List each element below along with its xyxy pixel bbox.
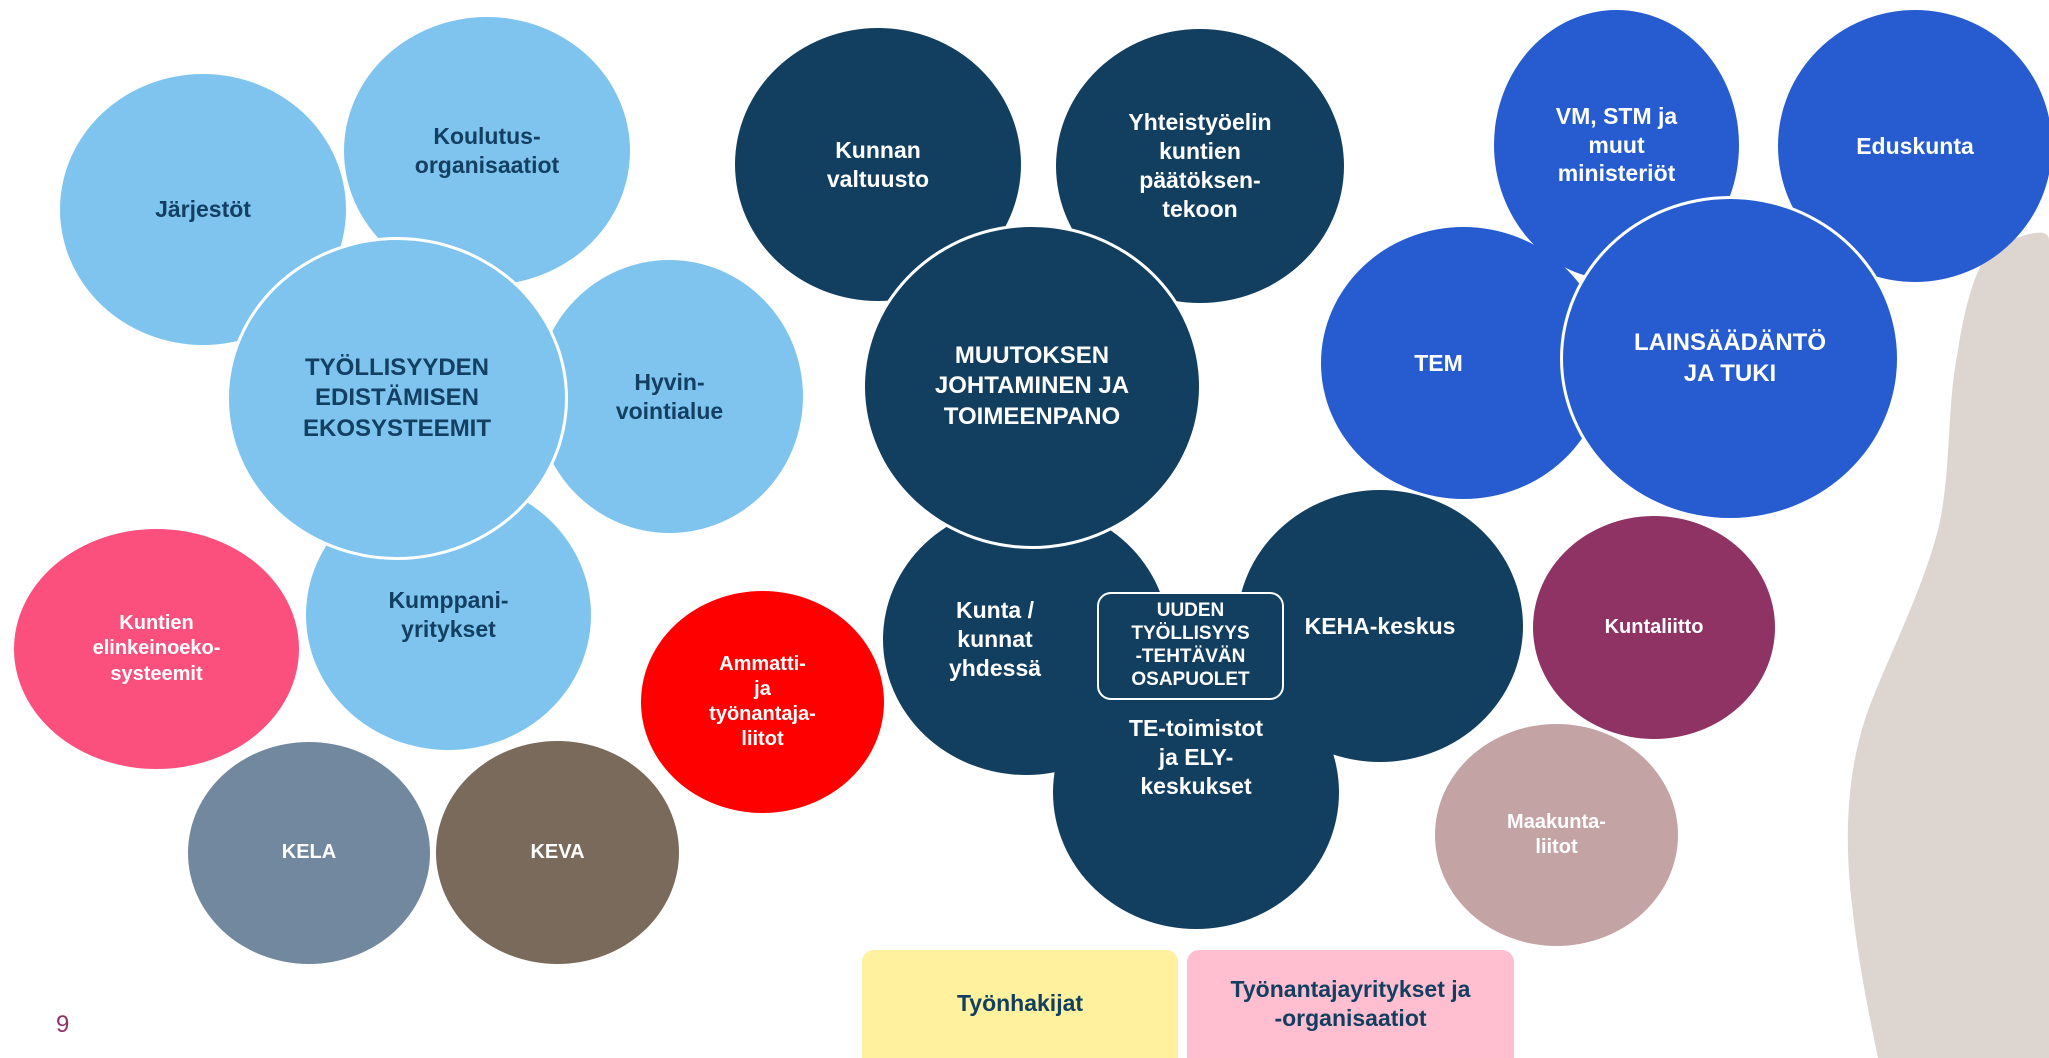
tyonhakijat-label: Työnhakijat (956, 990, 1084, 1017)
kunnan-valtuusto-label: Kunnan valtuusto (826, 136, 930, 192)
koulutusorganisaatiot-label: Koulutus- organisaatiot (414, 123, 560, 178)
yhteistyoelin-bubble: Yhteistyöelin kuntien päätöksen- tekoon (1056, 29, 1344, 303)
center-label-text: UUDEN TYÖLLISYYS -TEHTÄVÄN OSAPUOLET (1131, 600, 1250, 690)
te-toimistot-bubble: TE-toimistot ja ELY- keskukset (1053, 656, 1339, 929)
koulutusorganisaatiot-bubble: Koulutus- organisaatiot (344, 17, 630, 285)
tem-bubble: TEM (1321, 227, 1606, 499)
kuntien-elinkeinoekosysteemit-bubble: Kuntien elinkeinoeko- systeemit (14, 529, 299, 769)
eduskunta-label: Eduskunta (1856, 132, 1974, 159)
tyonantajayritykset-box: Työnantajayritykset ja -organisaatiot (1187, 950, 1514, 1058)
tyollisyyden-ekosysteemit-hub: TYÖLLISYYDEN EDISTÄMISEN EKOSYSTEEMIT (226, 237, 568, 560)
kuntaliitto-label: Kuntaliitto (1604, 615, 1704, 638)
yhteistyoelin-label: Yhteistyöelin kuntien päätöksen- tekoon (1128, 109, 1272, 222)
kuntaliitto-bubble: Kuntaliitto (1533, 516, 1775, 739)
page-number: 9 (56, 1011, 70, 1038)
kunta-kunnat-label: Kunta / kunnat yhdessä (948, 597, 1042, 681)
kela-bubble: KELA (188, 742, 430, 964)
maakuntaliitot-label: Maakunta- liitot (1507, 810, 1606, 858)
kumppaniyritykset-label: Kumppani- yritykset (388, 587, 509, 642)
hyvinvointialue-label: Hyvin- vointialue (615, 368, 724, 424)
ammatti-ja-tyonantajaliitot-label: Ammatti- ja työnantaja- liitot (709, 652, 816, 751)
tyonantajayritykset-label: Työnantajayritykset ja -organisaatiot (1230, 975, 1471, 1031)
tyollisyyden-ekosysteemit-label: TYÖLLISYYDEN EDISTÄMISEN EKOSYSTEEMIT (302, 354, 492, 442)
keva-label: KEVA (530, 840, 585, 863)
ammatti-ja-tyonantajaliitot-bubble: Ammatti- ja työnantaja- liitot (641, 591, 884, 813)
tyonhakijat-box: Työnhakijat (862, 950, 1178, 1058)
ministeriot-label: VM, STM ja muut ministeriöt (1555, 102, 1678, 187)
keva-bubble: KEVA (436, 741, 679, 964)
kela-label: KELA (281, 841, 337, 864)
muutoksen-johtaminen-hub: MUUTOKSEN JOHTAMINEN JA TOIMEENPANO (862, 224, 1202, 549)
lainsaadanto-ja-tuki-label: LAINSÄÄDÄNTÖ JA TUKI (1634, 329, 1826, 387)
jarjestot-label: Järjestöt (155, 196, 251, 223)
keha-keskus-label: KEHA-keskus (1304, 612, 1456, 639)
uuden-tyollisyystehtavan-osapuolet-label: UUDEN TYÖLLISYYS -TEHTÄVÄN OSAPUOLET (1097, 592, 1284, 700)
maakuntaliitot-bubble: Maakunta- liitot (1435, 724, 1678, 946)
te-toimistot-label: TE-toimistot ja ELY- keskukset (1128, 715, 1264, 799)
lainsaadanto-ja-tuki-hub: LAINSÄÄDÄNTÖ JA TUKI (1560, 196, 1900, 521)
kuntien-elinkeinoekosysteemit-label: Kuntien elinkeinoeko- systeemit (92, 612, 221, 685)
muutoksen-johtaminen-label: MUUTOKSEN JOHTAMINEN JA TOIMEENPANO (934, 342, 1130, 430)
tem-label: TEM (1414, 349, 1463, 376)
hyvinvointialue-bubble: Hyvin- vointialue (536, 260, 803, 533)
